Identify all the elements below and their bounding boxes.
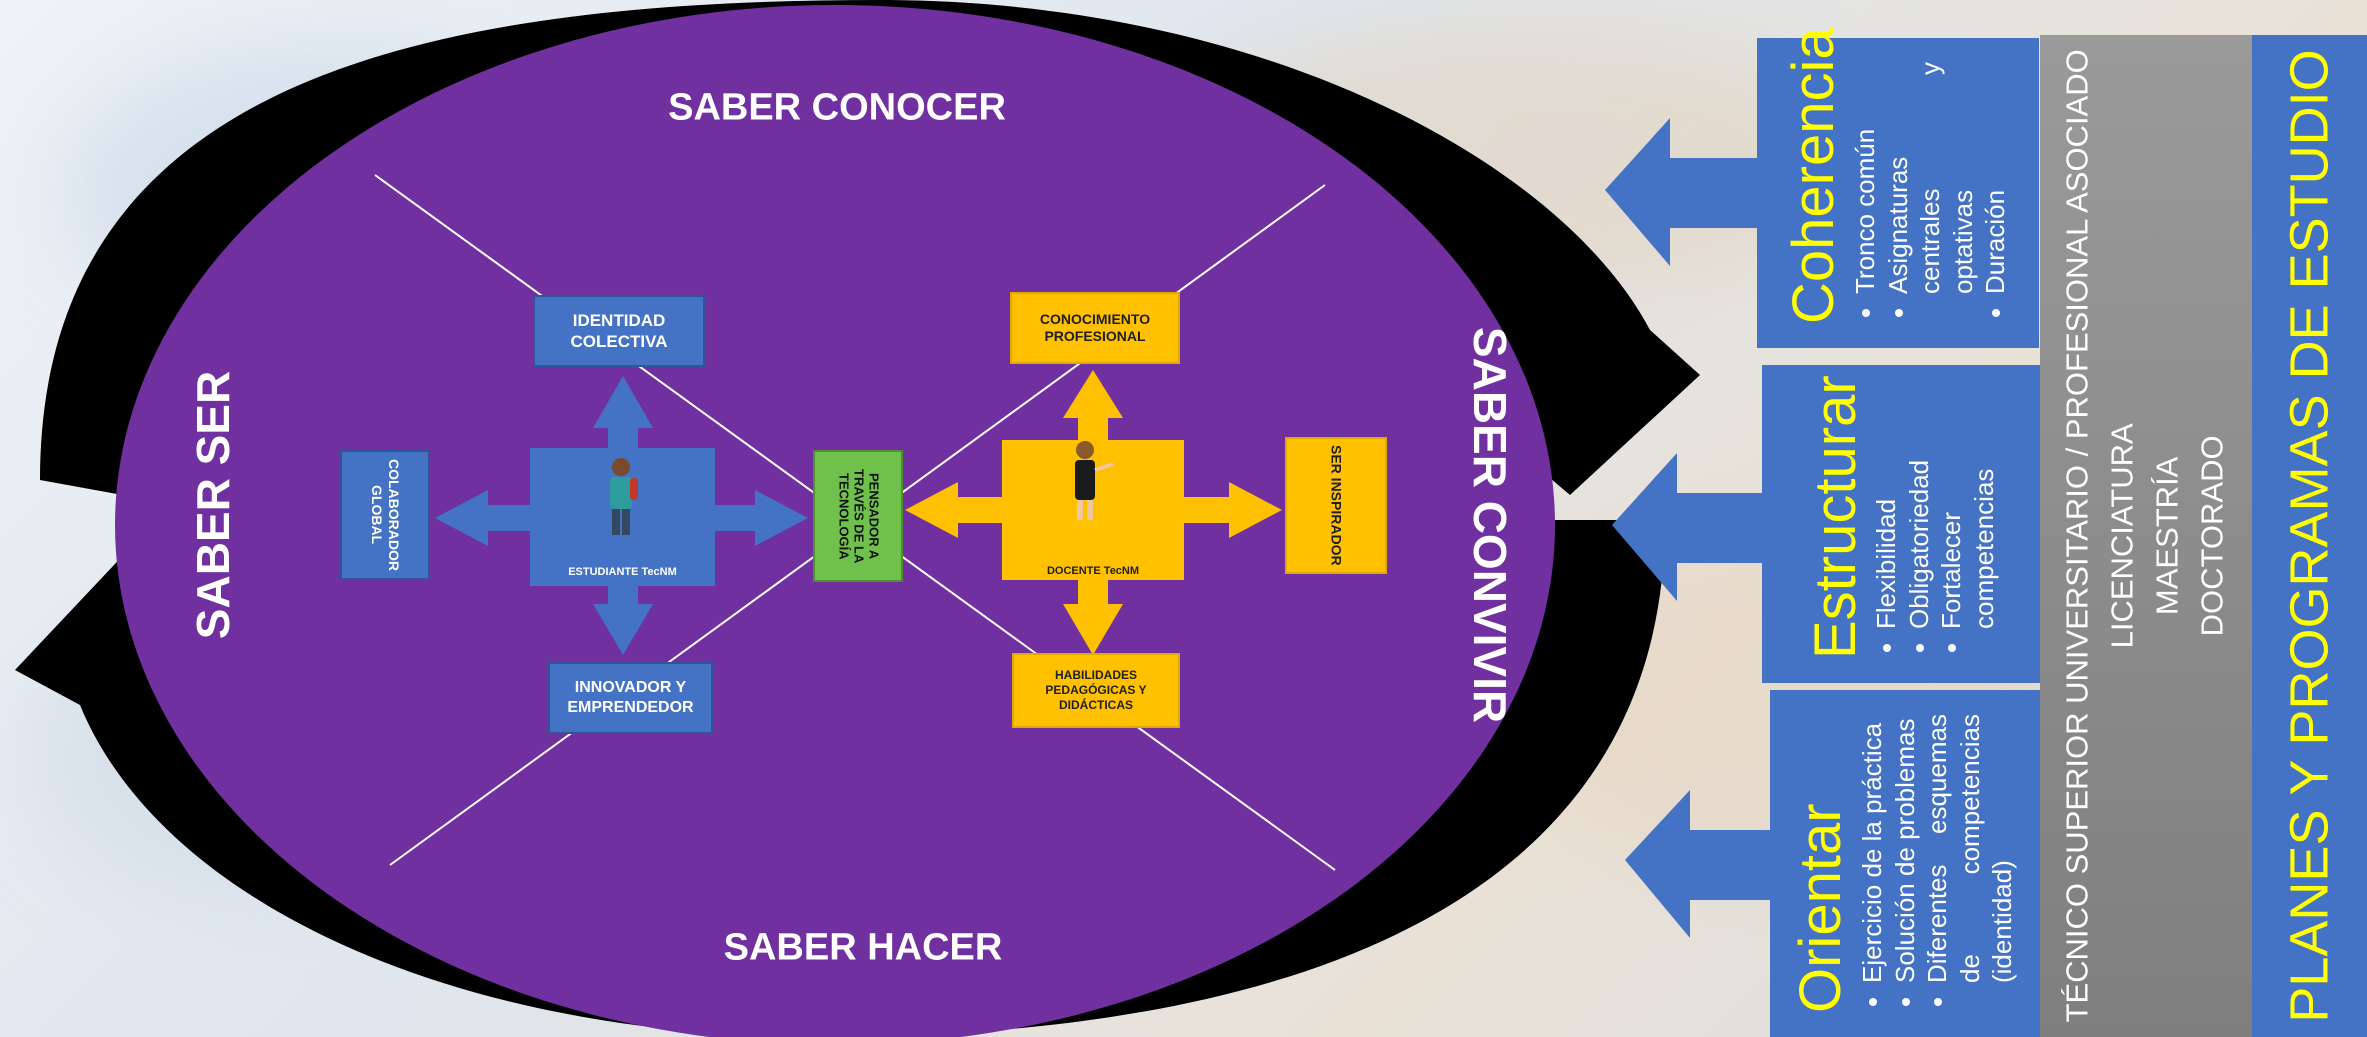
plans-column: PLANES Y PROGRAMAS DE ESTUDIO xyxy=(2252,35,2367,1037)
student-arrow-down xyxy=(593,586,653,655)
orientar-arrow xyxy=(1625,790,1775,938)
orientar-panel: Orientar Ejercicio de la práctica Soluci… xyxy=(1770,690,2040,1037)
coherencia-list: Tronco común Asignaturas centrales y opt… xyxy=(1849,62,2012,324)
saber-ser-label: SABER SER xyxy=(187,370,239,640)
list-item: Flexibilidad xyxy=(1870,389,1903,629)
orientar-title: Orientar xyxy=(1788,803,1854,1013)
habilidades-pedagogicas-box: HABILIDADES PEDAGÓGICAS Y DIDÁCTICAS xyxy=(1012,653,1180,728)
coherencia-panel: Coherencia Tronco común Asignaturas cent… xyxy=(1757,27,2039,348)
teacher-arrow-right xyxy=(1184,482,1282,538)
innovador-emprendedor-box: INNOVADOR Y EMPRENDEDOR xyxy=(548,662,713,734)
list-item: Fortalecer competencias xyxy=(1935,389,2000,629)
pensador-tecnologia-box: PENSADOR A TRAVÉS DE LA TECNOLOGÍA xyxy=(813,450,903,582)
estructurar-title: Estructurar xyxy=(1802,375,1868,659)
list-item: Duración xyxy=(1979,62,2012,294)
saber-hacer-label: SABER HACER xyxy=(723,926,1003,969)
level-tsu: TÉCNICO SUPERIOR UNIVERSITARIO / PROFESI… xyxy=(2060,49,2096,1023)
identidad-colectiva-box: IDENTIDAD COLECTIVA xyxy=(533,295,705,367)
list-item: Obligatoriedad xyxy=(1903,389,1936,629)
student-arrow-up xyxy=(593,376,653,448)
colaborador-global-box: COLABORADOR GLOBAL xyxy=(340,450,430,580)
list-item: Asignaturas centrales y optativas xyxy=(1882,62,1980,294)
student-arrow-left xyxy=(435,490,530,546)
study-levels-column: TÉCNICO SUPERIOR UNIVERSITARIO / PROFESI… xyxy=(2040,35,2252,1037)
list-item: Diferentes esquemas de competencias (ide… xyxy=(1921,714,2019,983)
estructurar-list: Flexibilidad Obligatoriedad Fortalecer c… xyxy=(1870,389,2000,659)
student-figure-icon xyxy=(610,458,638,535)
student-caption: ESTUDIANTE TecNM xyxy=(568,566,677,578)
level-maestria: MAESTRÍA xyxy=(2150,456,2185,616)
coherencia-title: Coherencia xyxy=(1781,27,1847,324)
level-licenciatura: LICENCIATURA xyxy=(2105,423,2141,649)
list-item: Solución de problemas xyxy=(1889,714,1922,984)
coherencia-arrow xyxy=(1605,118,1760,266)
ser-inspirador-box: SER INSPIRADOR xyxy=(1285,437,1387,574)
teacher-arrow-down xyxy=(1063,580,1123,655)
student-arrow-right xyxy=(715,490,808,546)
estructurar-panel: Estructurar Flexibilidad Obligatoriedad … xyxy=(1762,365,2044,683)
list-item: Ejercicio de la práctica xyxy=(1856,714,1889,983)
teacher-arrow-left xyxy=(905,482,1002,538)
orientar-list: Ejercicio de la práctica Solución de pro… xyxy=(1856,714,2019,1013)
estructurar-arrow xyxy=(1612,453,1765,601)
teacher-arrow-up xyxy=(1063,370,1123,440)
plans-title: PLANES Y PROGRAMAS DE ESTUDIO xyxy=(2279,49,2340,1023)
level-doctorado: DOCTORADO xyxy=(2194,435,2230,637)
saber-convivir-label: SABER CONVIVIR xyxy=(1464,326,1516,724)
conocimiento-profesional-box: CONOCIMIENTO PROFESIONAL xyxy=(1010,292,1180,364)
list-item: Tronco común xyxy=(1849,62,1882,294)
saber-conocer-label: SABER CONOCER xyxy=(668,86,1006,129)
teacher-figure-icon xyxy=(1075,441,1114,520)
teacher-caption: DOCENTE TecNM xyxy=(1046,565,1140,577)
